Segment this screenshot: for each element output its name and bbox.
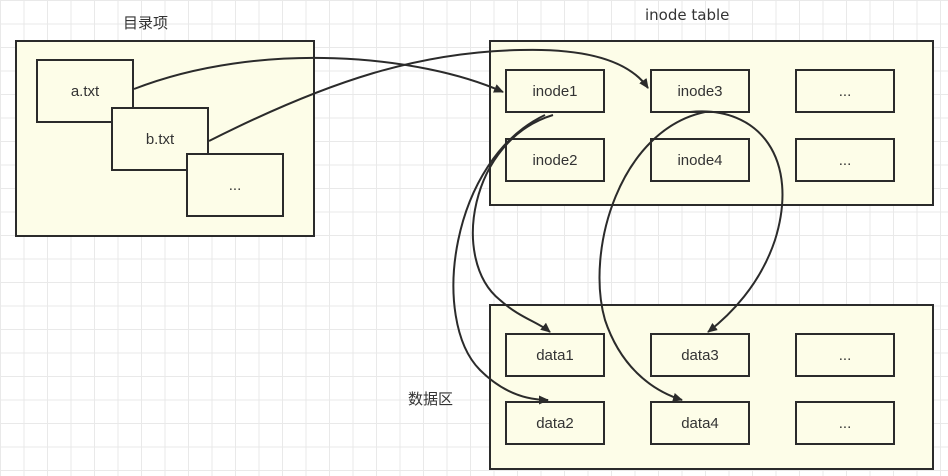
data-area-title: 数据区 (408, 390, 454, 408)
inode-table-title: inode table (645, 6, 730, 24)
inode-box-4: inode4 (650, 138, 750, 182)
arrow-b-txt-to-inode3 (208, 48, 649, 142)
data-box-4: data4 (650, 401, 750, 445)
arrow-inode1-to-data1 (471, 114, 554, 333)
data-box-2: data2 (505, 401, 605, 445)
directory-title: 目录项 (123, 14, 169, 32)
arrow-a-txt-to-inode1 (133, 56, 504, 93)
inode-box-2: inode2 (505, 138, 605, 182)
arrow-inode3-to-data3 (689, 110, 784, 333)
data-box-more-top: ... (795, 333, 895, 377)
inode-box-more-top: ... (795, 69, 895, 113)
data-box-1: data1 (505, 333, 605, 377)
data-box-more-bottom: ... (795, 401, 895, 445)
arrow-inode3-to-data4 (598, 111, 706, 402)
arrow-inode1-to-data2 (452, 114, 549, 405)
directory-entry-more: ... (186, 153, 284, 217)
inode-box-1: inode1 (505, 69, 605, 113)
data-box-3: data3 (650, 333, 750, 377)
inode-box-more-bottom: ... (795, 138, 895, 182)
inode-box-3: inode3 (650, 69, 750, 113)
